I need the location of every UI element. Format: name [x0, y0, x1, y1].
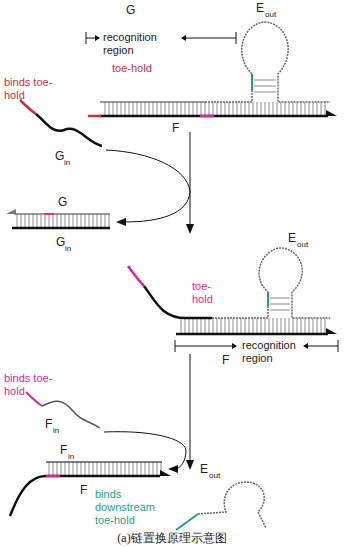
- stem-pair: [270, 298, 290, 299]
- subscript: in: [65, 244, 71, 254]
- arrowhead: [326, 110, 337, 116]
- strand-f: [176, 333, 328, 336]
- strand-eout: [198, 482, 266, 528]
- arrowhead: [95, 35, 100, 41]
- subscript: out: [265, 10, 276, 20]
- strand-name: G: [55, 150, 64, 163]
- strand-name: G: [56, 236, 65, 249]
- binding-note: binds toe-hold: [4, 372, 56, 398]
- region-label: recognition region: [242, 339, 314, 365]
- arrowhead: [168, 465, 178, 473]
- toehold-segment: [251, 74, 253, 90]
- strand-name: F: [60, 444, 67, 457]
- strand-name: F: [45, 418, 52, 431]
- toehold-label: toe-hold: [192, 280, 226, 306]
- reaction-arrow: [190, 132, 191, 226]
- toehold-segment: [26, 392, 42, 406]
- reaction-arrow: [106, 150, 190, 222]
- region-tick: [236, 32, 237, 44]
- arrowhead: [160, 470, 171, 476]
- strand-name: G: [58, 196, 67, 209]
- strand-name: F: [222, 354, 229, 367]
- toehold-segment: [267, 292, 269, 306]
- subscript: out: [297, 240, 308, 250]
- arrowhead: [116, 218, 126, 226]
- arrowhead: [186, 224, 194, 234]
- toehold-label: toe-hold: [112, 62, 152, 75]
- strand-fin: [46, 461, 162, 463]
- toehold-segment: [46, 475, 60, 478]
- toehold-segment: [20, 100, 36, 114]
- strand-g: [14, 213, 110, 215]
- stem-pair: [254, 86, 276, 87]
- strand-name: E: [288, 232, 296, 245]
- region-bracket: [182, 38, 236, 39]
- base-pairs: [178, 318, 328, 334]
- base-pairs: [46, 462, 162, 476]
- strand-eout: [212, 248, 330, 318]
- strand-name: E: [256, 2, 264, 15]
- arrowhead: [6, 209, 16, 214]
- stem-pair: [270, 304, 290, 305]
- subscript: in: [64, 158, 70, 168]
- arrowhead: [303, 343, 308, 349]
- toehold-segment: [200, 115, 214, 118]
- region-bracket: [175, 346, 236, 347]
- reaction-arrow: [190, 354, 191, 462]
- strand-g: [100, 101, 205, 103]
- region-label: recognition region: [103, 31, 177, 57]
- region-tick: [338, 340, 339, 352]
- binding-note: binds downstream toe-hold: [95, 488, 171, 527]
- arrowhead: [181, 35, 186, 41]
- strand-name: G: [126, 4, 135, 17]
- arrowhead: [326, 328, 337, 334]
- stem-pair: [254, 92, 276, 93]
- binding-note: binds toe-hold: [4, 76, 56, 102]
- toehold-segment: [88, 115, 101, 118]
- arrowhead: [232, 343, 237, 349]
- subscript: in: [68, 452, 74, 462]
- subscript: out: [209, 471, 220, 481]
- strand-gin: [36, 114, 102, 146]
- arrowhead: [186, 460, 194, 470]
- subscript: in: [53, 426, 59, 436]
- stem-pair: [270, 310, 290, 311]
- figure-caption: (a)链置换原理示意图: [0, 531, 344, 546]
- strand-name: E: [200, 463, 208, 476]
- strand-name: F: [80, 484, 87, 497]
- toehold-segment: [44, 213, 54, 215]
- strand-eout: [205, 22, 330, 102]
- strand-gin: [12, 227, 110, 230]
- base-pairs: [14, 214, 110, 228]
- toehold-segment: [128, 266, 144, 286]
- toehold-segment: [176, 514, 198, 530]
- stem-pair: [254, 80, 276, 81]
- strand-name: F: [172, 122, 179, 135]
- base-pairs: [102, 102, 328, 116]
- region-bracket: [304, 346, 338, 347]
- strand-f: [100, 115, 328, 118]
